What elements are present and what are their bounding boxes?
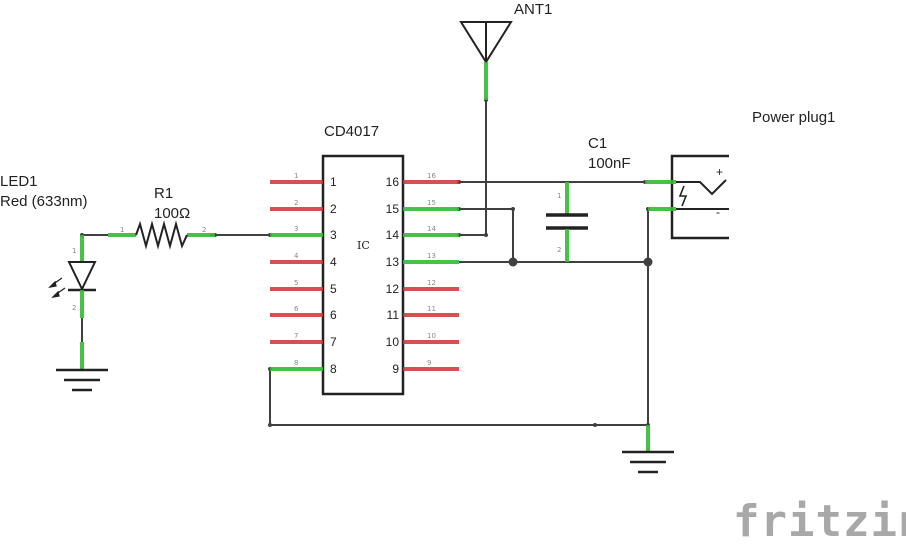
bendpoint — [268, 423, 272, 427]
ic-pin-4-tiny: 4 — [294, 252, 299, 260]
capacitor-value-label: 100nF — [588, 155, 631, 172]
ic-right-pins: 16 15 14 13 12 11 10 9 16 15 14 13 12 11… — [386, 172, 459, 376]
bendpoint — [511, 207, 515, 211]
power-plug-ref-label: Power plug1 — [752, 109, 835, 126]
lightning-icon — [678, 185, 688, 207]
antenna-ref-label: ANT1 — [514, 1, 552, 18]
capacitor-ref-label: C1 — [588, 135, 607, 152]
ic-pin-5-tiny: 5 — [294, 279, 298, 287]
resistor-icon — [135, 220, 188, 250]
ic-pin-1-tiny: 1 — [294, 172, 298, 180]
capacitor-c1[interactable]: C1 100nF 1 2 — [546, 135, 631, 262]
ic-pin-16-tiny: 16 — [427, 172, 436, 180]
ic-pin-10-tiny: 10 — [427, 332, 436, 340]
ic-pin-15-label: 15 — [386, 202, 400, 216]
ic-pin-16-label: 16 — [386, 175, 400, 189]
led-ref-label: LED1 — [0, 173, 38, 190]
ic-pin-2-tiny: 2 — [294, 199, 298, 207]
ic-pin-9-label: 9 — [392, 362, 399, 376]
ic-body — [321, 154, 405, 396]
ic-pin-8-label: 8 — [330, 362, 337, 376]
capacitor-pin-1-label: 1 — [557, 192, 561, 200]
antenna-ant1[interactable]: ANT1 — [459, 1, 552, 100]
ic-body-label: IC — [357, 239, 370, 252]
ic-pin-7-label: 7 — [330, 335, 337, 349]
power-plug-plus-label: + — [716, 165, 723, 179]
bendpoint — [484, 233, 488, 237]
ic-pin-13-label: 13 — [386, 255, 400, 269]
ground-symbol-right — [622, 425, 674, 474]
resistor-ref-label: R1 — [154, 185, 173, 202]
power-plug-minus-label: - — [716, 205, 720, 219]
led-emission-arrows-icon — [48, 277, 66, 298]
resistor-pin-1-label: 1 — [120, 226, 124, 234]
ic-left-pins: 1 2 3 4 5 6 7 8 1 2 3 4 5 6 7 8 — [270, 172, 337, 376]
ic-cd4017[interactable]: CD4017 IC 1 2 3 4 5 6 7 8 1 2 3 4 5 6 — [270, 123, 459, 396]
capacitor-pin-2-label: 2 — [557, 246, 561, 254]
ic-pin-3-label: 3 — [330, 228, 337, 242]
ic-pin-14-label: 14 — [386, 228, 400, 242]
power-plug1[interactable]: Power plug1 + - — [645, 109, 835, 240]
resistor-r1[interactable]: R1 100Ω 1 2 — [108, 185, 215, 250]
junction-dot — [508, 257, 518, 267]
ic-pin-10-label: 10 — [386, 335, 400, 349]
wires — [82, 100, 649, 426]
ic-pin-6-tiny: 6 — [294, 305, 299, 313]
led-pin-1-label: 1 — [72, 247, 76, 255]
fritzing-watermark: fritzing — [733, 496, 906, 546]
ic-pin-1-label: 1 — [330, 175, 337, 189]
ic-pin-8-tiny: 8 — [294, 359, 298, 367]
led-diode-icon — [67, 261, 97, 292]
ic-pin-12-tiny: 12 — [427, 279, 436, 287]
ground-symbol-left — [56, 368, 108, 392]
power-plug-body — [670, 154, 729, 240]
ic-pin-14-tiny: 14 — [427, 225, 436, 233]
ic-pin-5-label: 5 — [330, 282, 337, 296]
ic-pin-3-tiny: 3 — [294, 225, 298, 233]
ic-pin-4-label: 4 — [330, 255, 337, 269]
junction-dot — [643, 257, 653, 267]
power-plug-switch-contact — [676, 179, 727, 196]
led-pin-2-label: 2 — [72, 304, 76, 312]
ic-part-label: CD4017 — [324, 123, 379, 140]
led-value-label: Red (633nm) — [0, 193, 88, 210]
ic-pin-7-tiny: 7 — [294, 332, 298, 340]
bendpoint — [593, 423, 597, 427]
led-led1[interactable]: LED1 Red (633nm) 1 2 — [0, 173, 97, 369]
ic-pin-12-label: 12 — [386, 282, 400, 296]
ic-pin-6-label: 6 — [330, 308, 337, 322]
ic-pin-15-tiny: 15 — [427, 199, 436, 207]
ic-pin-11-tiny: 11 — [427, 305, 436, 313]
resistor-value-label: 100Ω — [154, 205, 190, 222]
ic-pin-13-tiny: 13 — [427, 252, 436, 260]
ic-pin-11-label: 11 — [387, 308, 400, 322]
resistor-pin-2-label: 2 — [202, 226, 206, 234]
ic-pin-2-label: 2 — [330, 202, 337, 216]
ic-pin-9-tiny: 9 — [427, 359, 431, 367]
